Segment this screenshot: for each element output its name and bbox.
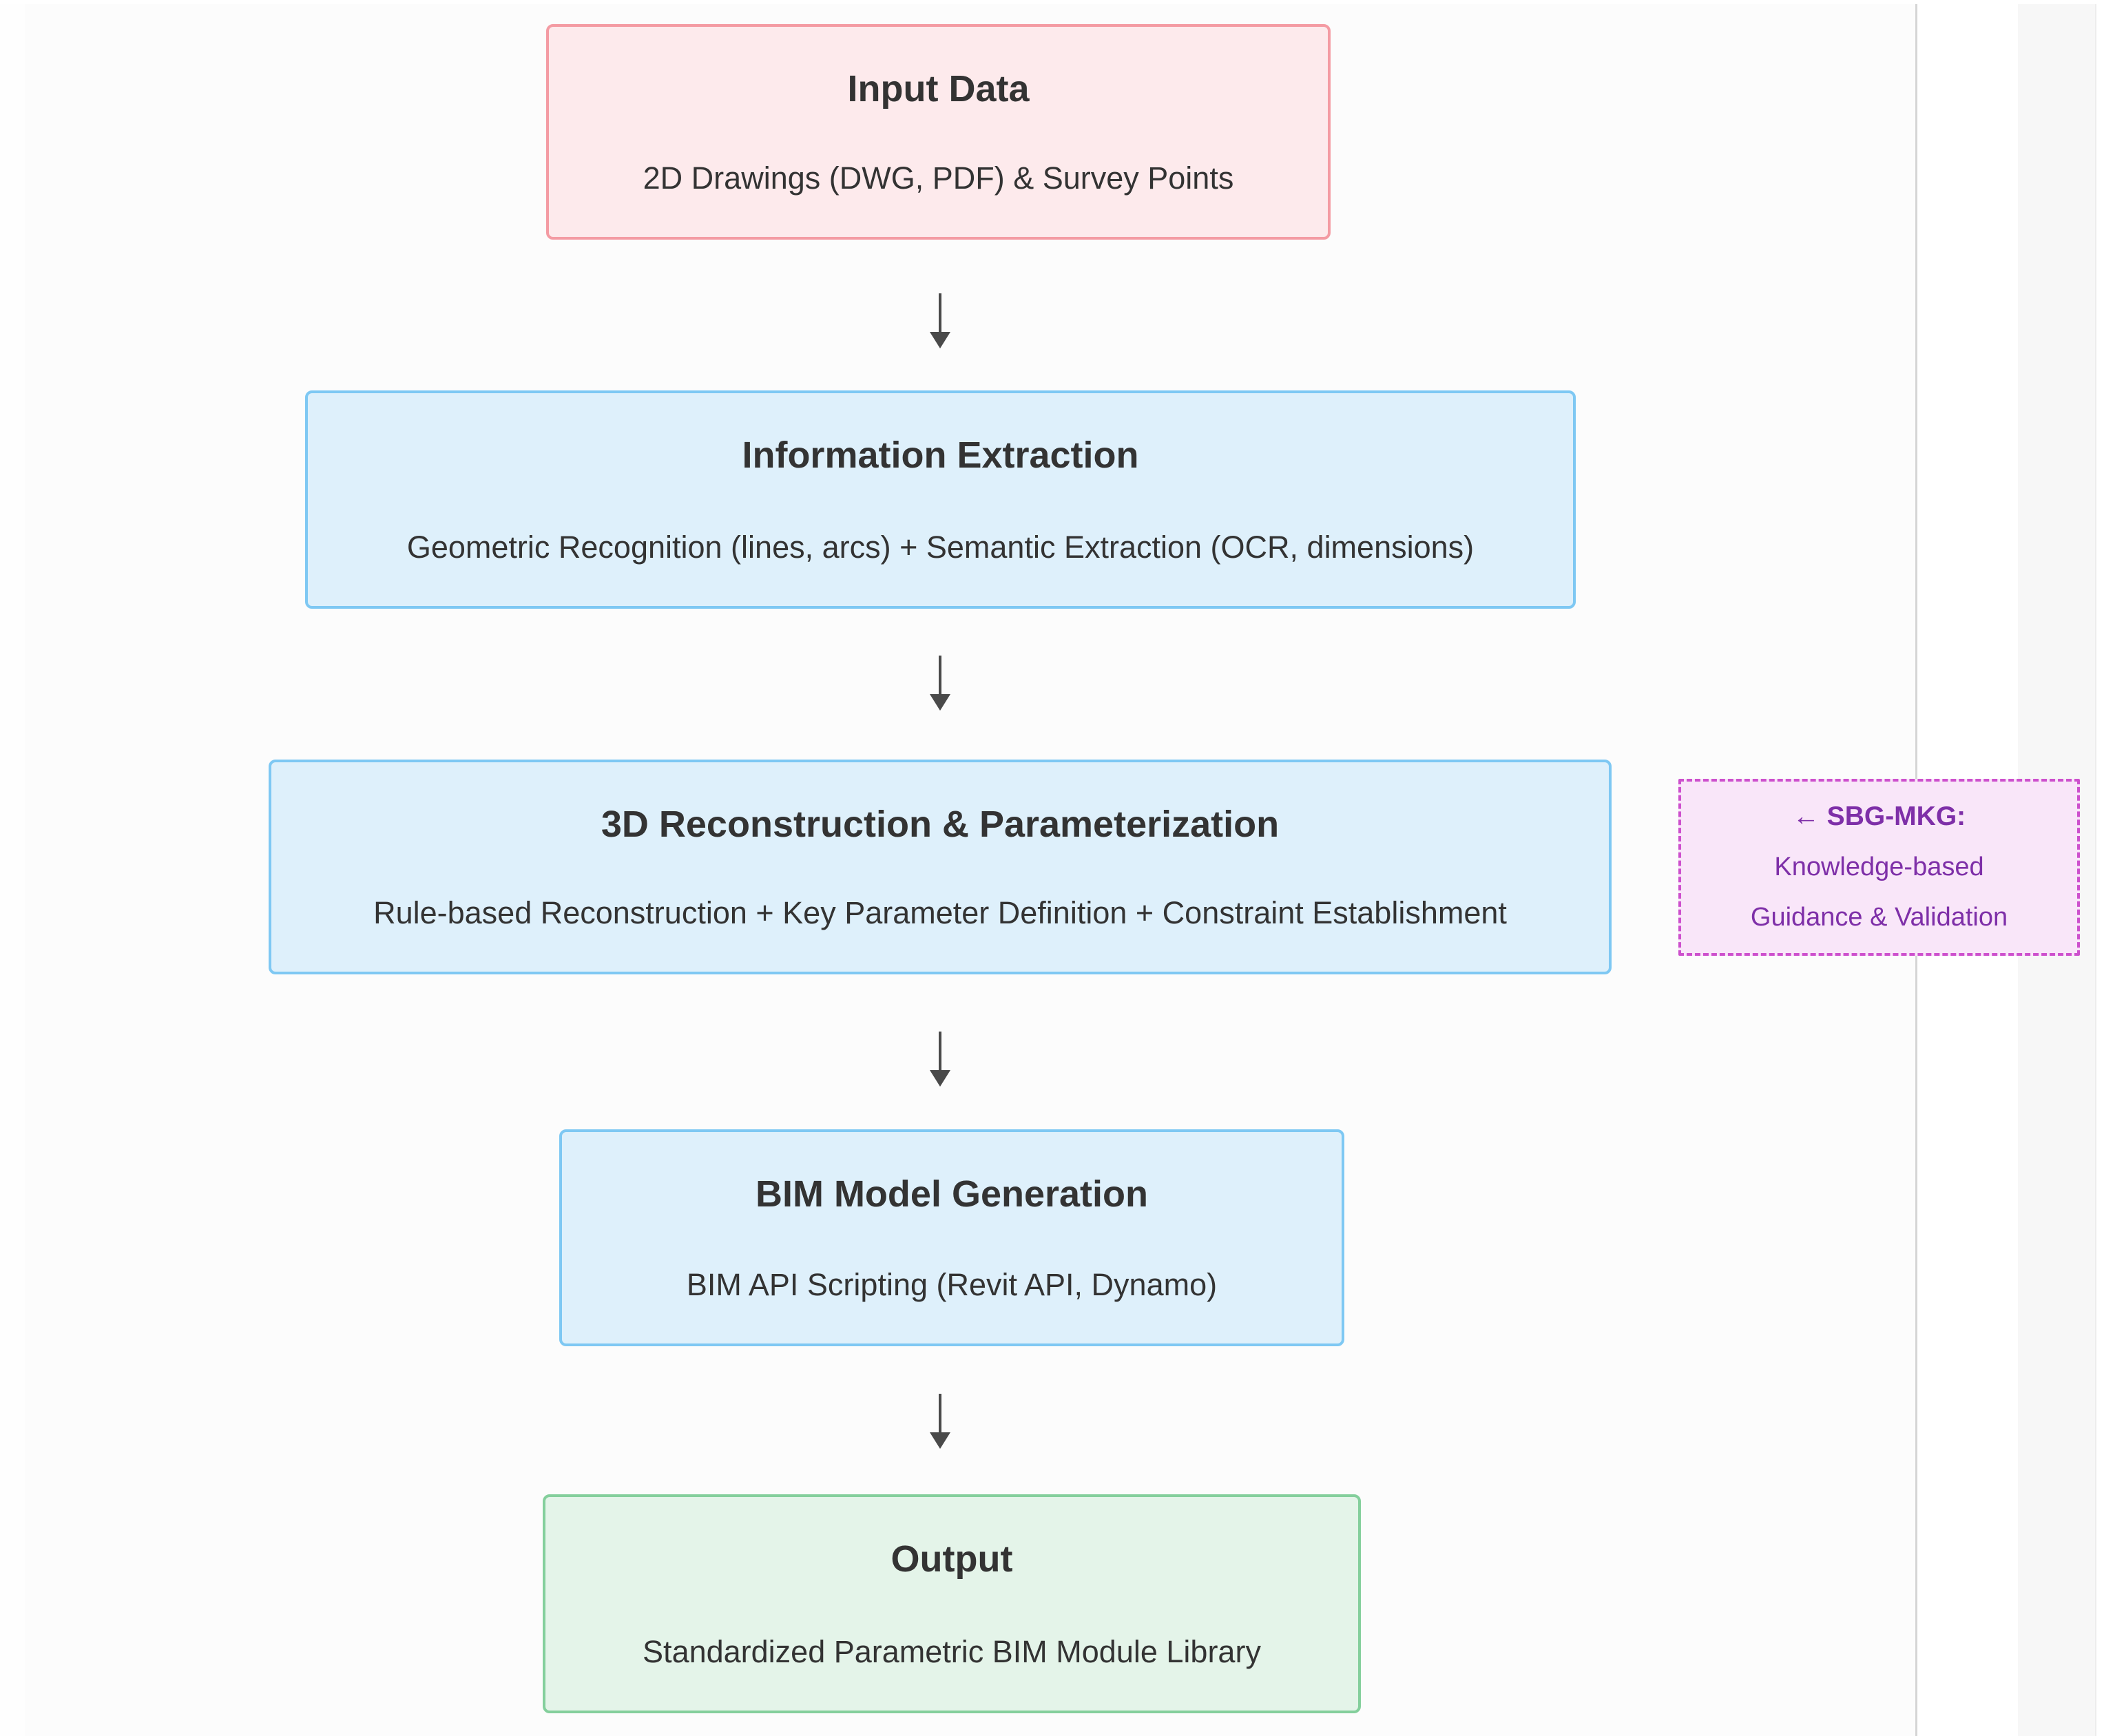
node-title: Information Extraction: [742, 435, 1139, 476]
annotation-line: Knowledge-based: [1774, 853, 1984, 882]
node-output: Output Standardized Parametric BIM Modul…: [543, 1494, 1361, 1713]
top-margin-strip: [0, 0, 2104, 4]
arrow-down-icon: [930, 293, 950, 348]
annotation-title-with-left-arrow-icon: ← SBG-MKG:: [1792, 802, 1966, 832]
node-3d-reconstruction-parameterization: 3D Reconstruction & Parameterization Rul…: [269, 760, 1612, 974]
annotation-line: Guidance & Validation: [1750, 903, 2008, 932]
arrow-down-icon: [930, 1394, 950, 1449]
node-title: 3D Reconstruction & Parameterization: [601, 804, 1280, 845]
left-margin-strip: [0, 0, 25, 1736]
node-subtitle: BIM API Scripting (Revit API, Dynamo): [686, 1267, 1218, 1302]
node-title: Input Data: [847, 68, 1030, 109]
node-information-extraction: Information Extraction Geometric Recogni…: [305, 390, 1576, 609]
node-title: Output: [890, 1538, 1013, 1580]
far-right-margin: [2096, 0, 2104, 1736]
node-bim-model-generation: BIM Model Generation BIM API Scripting (…: [559, 1129, 1344, 1346]
annotation-sbg-mkg-box: ← SBG-MKG: Knowledge-based Guidance & Va…: [1678, 779, 2080, 956]
node-subtitle: Geometric Recognition (lines, arcs) + Se…: [406, 530, 1475, 565]
node-title: BIM Model Generation: [755, 1173, 1149, 1215]
node-subtitle: Standardized Parametric BIM Module Libra…: [643, 1634, 1261, 1669]
arrow-down-icon: [930, 656, 950, 711]
node-input-data: Input Data 2D Drawings (DWG, PDF) & Surv…: [546, 24, 1331, 240]
node-subtitle: Rule-based Reconstruction + Key Paramete…: [373, 895, 1507, 930]
node-subtitle: 2D Drawings (DWG, PDF) & Survey Points: [643, 160, 1234, 196]
arrow-down-icon: [930, 1032, 950, 1087]
